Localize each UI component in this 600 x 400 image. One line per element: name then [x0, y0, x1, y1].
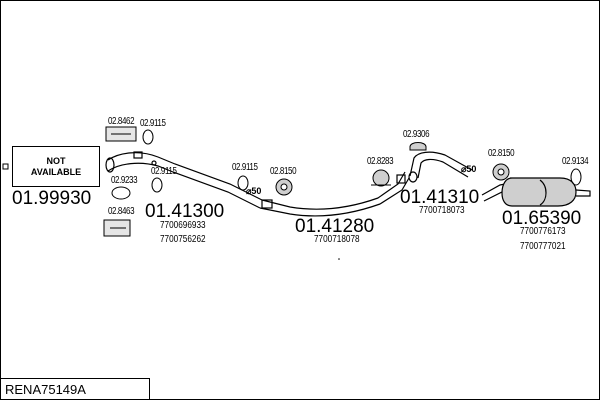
accessory-code-7: 02.8150	[270, 166, 297, 177]
oem-number-2a: 7700696933	[160, 220, 206, 231]
middle-pipe-shape	[259, 171, 410, 217]
clamp-02-9134	[570, 168, 582, 186]
accessory-code-3: 02.9233	[111, 175, 138, 186]
marker-square	[2, 163, 9, 170]
oem-number-5b: 7700777021	[520, 241, 566, 252]
gasket-ring-02-9115-b	[151, 177, 163, 193]
oem-number-2b: 7700756262	[160, 234, 206, 245]
oem-number-4a: 7700718073	[419, 205, 465, 216]
gasket-02-9233	[111, 186, 131, 200]
oem-number-3a: 7700718078	[314, 234, 360, 245]
part-number-3: 01.41280	[295, 216, 375, 237]
gasket-ring-02-9115-a	[142, 129, 154, 145]
clamp-02-9306	[409, 142, 427, 151]
accessory-code-2: 02.9115	[140, 118, 166, 129]
accessory-code-9: 02.9306	[403, 129, 430, 140]
not-available-line2: AVAILABLE	[30, 166, 82, 177]
diagram-title: RENA75149A	[5, 382, 86, 397]
rear-pipe-shape	[408, 151, 473, 183]
accessory-code-11: 02.9134	[562, 156, 589, 167]
part-number-5: 01.65390	[502, 208, 582, 229]
clamp-02-8283	[372, 169, 390, 187]
accessory-code-8: 02.8283	[367, 156, 394, 167]
accessory-shapes	[103, 126, 582, 237]
part-number-4: 01.41310	[400, 187, 480, 208]
accessory-code-10: 02.8150	[488, 148, 515, 159]
part-number-1: 01.99930	[12, 188, 92, 209]
stray-dot	[338, 258, 340, 260]
accessory-code-4: 02.9115	[151, 166, 177, 177]
diameter-label-1: ⌀50	[246, 186, 262, 196]
part-number-2: 01.41300	[145, 201, 225, 222]
title-box: RENA75149A	[0, 378, 150, 399]
front-pipe-shape	[105, 151, 263, 209]
diameter-label-2: ⌀50	[461, 164, 477, 174]
oem-number-5a: 7700776173	[520, 226, 566, 237]
not-available-line1: NOT	[46, 156, 66, 167]
not-available-box: NOT AVAILABLE	[12, 146, 100, 187]
gasket-ring-02-9115-c	[237, 175, 249, 191]
rear-silencer-shape	[481, 177, 591, 207]
accessory-code-6: 02.9115	[232, 162, 258, 173]
accessory-code-1: 02.8462	[108, 116, 135, 127]
accessory-code-5: 02.8463	[108, 206, 135, 217]
